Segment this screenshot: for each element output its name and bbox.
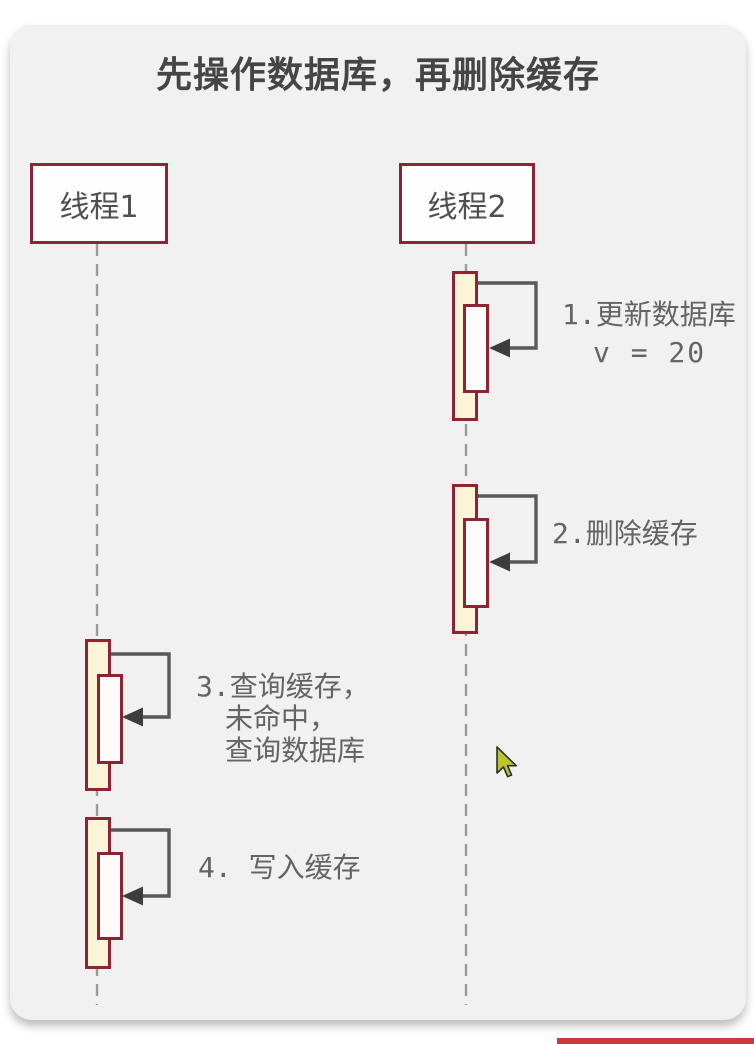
annotation-step-4: 4. 写入缓存 — [198, 849, 361, 887]
activation-bar-inner-3 — [97, 674, 123, 764]
left-arrowhead-icon — [489, 338, 510, 358]
annotation-line: 4. 写入缓存 — [198, 851, 361, 884]
left-arrowhead-icon — [489, 552, 510, 572]
activation-bar-inner-4 — [97, 852, 123, 940]
left-arrowhead-icon — [122, 707, 143, 727]
annotation-line: 2.删除缓存 — [552, 517, 698, 550]
self-call-arrow-1 — [478, 281, 538, 358]
activation-bar-inner-1 — [463, 304, 489, 393]
self-call-arrow-2 — [478, 494, 538, 572]
annotation-line: 3.查询缓存， — [196, 670, 370, 703]
left-arrowhead-icon — [122, 886, 143, 906]
self-call-arrow-4 — [110, 828, 171, 906]
self-call-arrow-3 — [110, 652, 171, 727]
annotation-step-3: 3.查询缓存， 未命中， 查询数据库 — [196, 671, 370, 767]
annotation-step-1: 1.更新数据库 v = 20 — [562, 296, 736, 372]
actor-box-thread1: 线程1 — [30, 163, 168, 244]
annotation-line: 未命中， — [225, 702, 338, 735]
annotation-line: v = 20 — [593, 336, 707, 369]
activation-bar-inner-2 — [463, 518, 489, 608]
annotation-line: 查询数据库 — [225, 734, 366, 767]
annotation-line: 1.更新数据库 — [562, 298, 736, 331]
slide-title: 先操作数据库，再删除缓存 — [155, 55, 600, 96]
actor-label-thread2: 线程2 — [427, 189, 507, 225]
actor-label-thread1: 线程1 — [59, 189, 139, 225]
annotation-step-2: 2.删除缓存 — [552, 515, 698, 553]
bottom-red-bar — [557, 1038, 754, 1044]
actor-box-thread2: 线程2 — [399, 163, 535, 244]
mouse-pointer-icon — [496, 746, 518, 778]
